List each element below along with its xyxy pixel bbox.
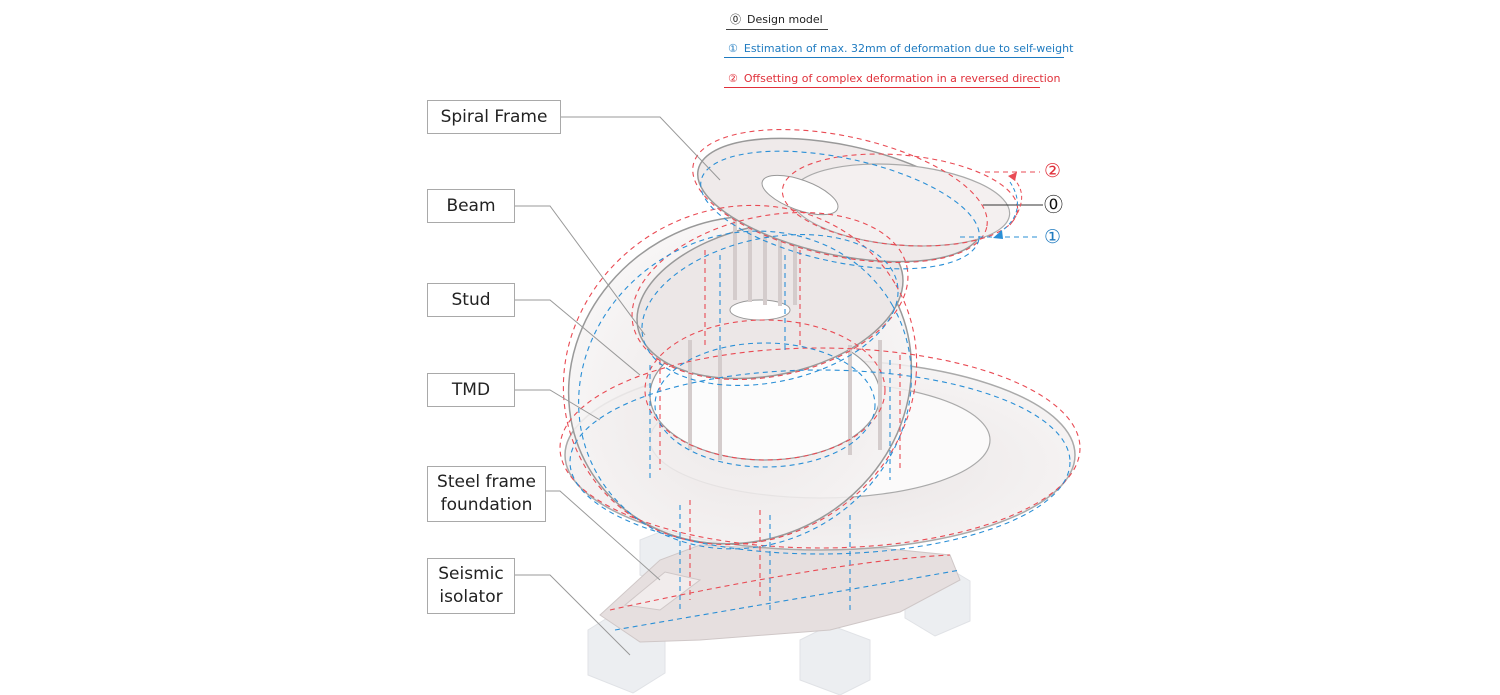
callout-seismic-line2: isolator: [439, 587, 503, 607]
legend-estimation: ① Estimation of max. 32mm of deformation …: [724, 42, 1073, 58]
callout-beam: Beam: [427, 189, 515, 223]
legend-number-1: ①: [728, 42, 738, 55]
legend-design-model: ⓪ Design model: [726, 11, 828, 30]
steel-frame-foundation: [599, 544, 961, 643]
marker-estimation: ①: [1044, 226, 1062, 248]
callout-steel-frame-line2: foundation: [440, 495, 533, 515]
blue-arrow-head: [993, 230, 1003, 239]
callout-seismic-isolator: Seismic isolator: [427, 558, 515, 614]
callout-steel-frame-line1: Steel frame: [437, 472, 536, 492]
callout-tmd: TMD: [427, 373, 515, 407]
offset-deformation-lines: [559, 128, 1081, 611]
callout-leaders: [515, 116, 721, 656]
callout-spiral-frame-label: Spiral Frame: [440, 106, 548, 127]
legend-number-0: ⓪: [730, 13, 741, 26]
legend-offsetting: ② Offsetting of complex deformation in a …: [724, 72, 1060, 88]
red-arrow-head: [1008, 172, 1017, 181]
upper-middle-ring: [636, 220, 904, 380]
callout-spiral-frame: Spiral Frame: [427, 100, 561, 134]
studs: [688, 220, 882, 460]
legend-label-0: Design model: [747, 13, 823, 26]
legend-number-2: ②: [728, 72, 738, 85]
callout-stud-label: Stud: [451, 289, 491, 310]
legend-label-1: Estimation of max. 32mm of deformation d…: [743, 42, 1074, 55]
top-spiral-ring: [696, 137, 1011, 263]
callout-beam-label: Beam: [446, 195, 496, 216]
marker-offset: ②: [1044, 160, 1062, 182]
deformation-indicators: [960, 171, 1043, 239]
callout-stud: Stud: [427, 283, 515, 317]
callout-tmd-label: TMD: [451, 379, 491, 400]
legend-label-2: Offsetting of complex deformation in a r…: [743, 72, 1061, 85]
marker-design: ⓪: [1044, 194, 1064, 216]
callout-seismic-line1: Seismic: [438, 564, 504, 584]
callout-steel-frame-foundation: Steel frame foundation: [427, 466, 546, 522]
